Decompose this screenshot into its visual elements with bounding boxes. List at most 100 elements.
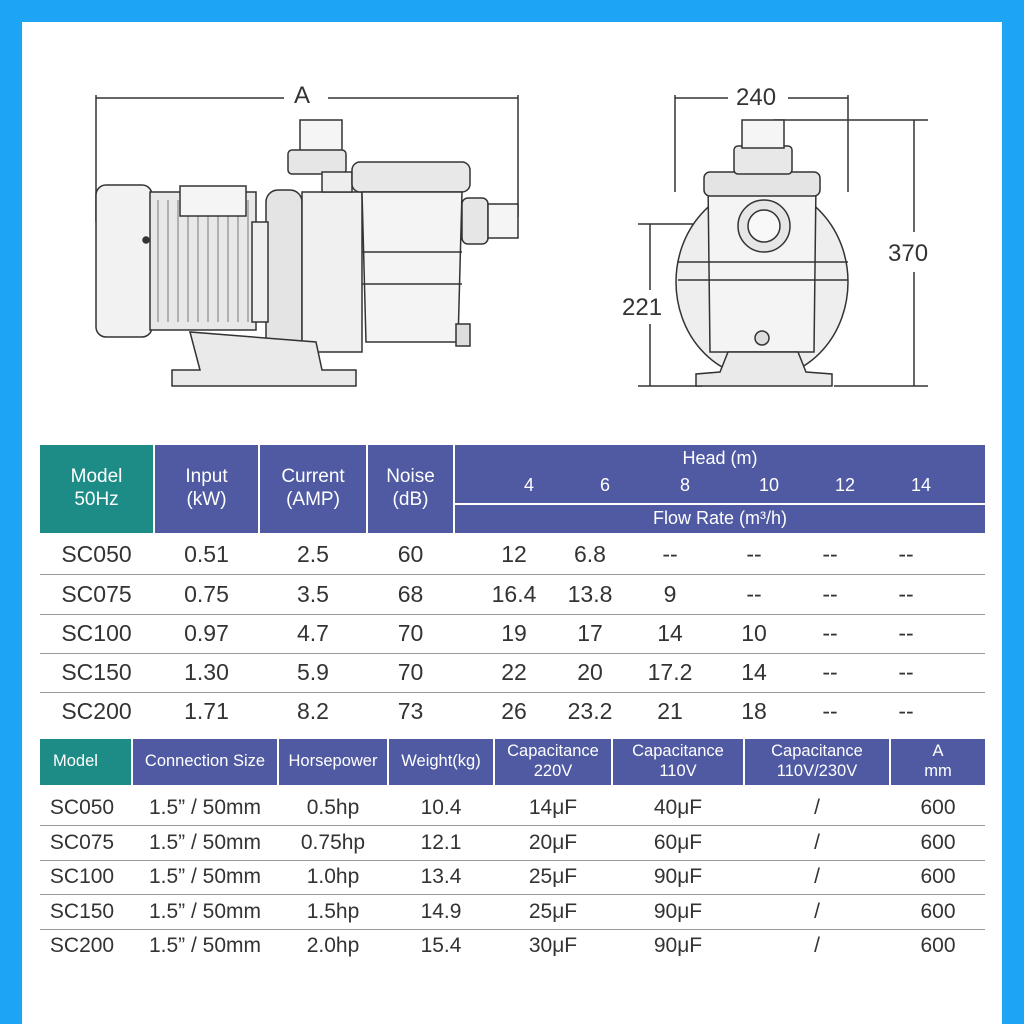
cell-capacitance-110v: 90μF xyxy=(653,865,703,888)
cell-input: 1.30 xyxy=(184,659,229,685)
header-horsepower: Horsepower xyxy=(279,739,387,785)
cell-weight: 14.9 xyxy=(420,900,462,923)
header-head-12: 12 xyxy=(834,475,856,495)
cell-flow: -- xyxy=(898,698,914,724)
cell-model: SC050 xyxy=(49,796,115,819)
header-model: Model xyxy=(40,739,131,785)
header-capacitance-220v: Capacitance 220V xyxy=(495,739,611,785)
header-capacitance-110v: Capacitance 110V xyxy=(613,739,743,785)
cell-a-mm: 600 xyxy=(920,865,956,888)
cell-capacitance-110v-230v: / xyxy=(814,934,820,957)
header-current: Current (AMP) xyxy=(260,445,366,533)
header-head-label: Head (m) xyxy=(682,448,758,468)
cell-flow: 23.2 xyxy=(567,698,613,724)
cell-flow: 20 xyxy=(577,659,603,685)
cell-flow: 18 xyxy=(741,698,767,724)
cell-flow: 21 xyxy=(657,698,683,724)
cell-a-mm: 600 xyxy=(920,934,956,957)
table-row: SC100 1.5” / 50mm 1.0hp 13.4 25μF 90μF /… xyxy=(40,860,985,895)
cell-flow: -- xyxy=(746,541,762,567)
cell-current: 4.7 xyxy=(297,620,329,646)
table-row: SC150 1.5” / 50mm 1.5hp 14.9 25μF 90μF /… xyxy=(40,895,985,930)
table-row: SC075 1.5” / 50mm 0.75hp 12.1 20μF 60μF … xyxy=(40,826,985,861)
table-row: SC075 0.75 3.5 68 16.4 13.8 9 -- -- -- xyxy=(40,575,985,615)
cell-flow: -- xyxy=(898,581,914,607)
cell-connection-size: 1.5” / 50mm xyxy=(148,934,262,957)
cell-flow: -- xyxy=(822,541,838,567)
pump-front-view xyxy=(638,95,928,387)
cell-connection-size: 1.5” / 50mm xyxy=(148,796,262,819)
cell-flow: -- xyxy=(898,541,914,567)
cell-model: SC100 xyxy=(49,865,115,888)
cell-flow: -- xyxy=(822,698,838,724)
header-head-10: 10 xyxy=(758,475,780,495)
cell-model: SC075 xyxy=(49,831,115,854)
dimension-inlet-label: 221 xyxy=(622,294,663,321)
cell-flow: -- xyxy=(898,659,914,685)
cell-a-mm: 600 xyxy=(920,831,956,854)
header-head-14: 14 xyxy=(910,475,932,495)
cell-flow: 16.4 xyxy=(491,581,537,607)
cell-current: 5.9 xyxy=(297,659,329,685)
cell-flow: 10 xyxy=(741,620,767,646)
table-row: SC200 1.5” / 50mm 2.0hp 15.4 30μF 90μF /… xyxy=(40,929,985,963)
cell-current: 8.2 xyxy=(297,698,329,724)
header-noise: Noise (dB) xyxy=(368,445,453,533)
cell-current: 2.5 xyxy=(297,541,329,567)
cell-flow: 17.2 xyxy=(647,659,693,685)
cell-weight: 10.4 xyxy=(420,796,462,819)
cell-flow: 9 xyxy=(663,581,677,607)
cell-flow: 14 xyxy=(741,659,767,685)
cell-connection-size: 1.5” / 50mm xyxy=(148,900,262,923)
cell-capacitance-220v: 25μF xyxy=(528,900,578,923)
cell-capacitance-110v: 40μF xyxy=(653,796,703,819)
table-row: SC150 1.30 5.9 70 22 20 17.2 14 -- -- xyxy=(40,653,985,693)
cell-flow: 6.8 xyxy=(574,541,606,567)
cell-flow: -- xyxy=(822,581,838,607)
cell-flow: -- xyxy=(822,620,838,646)
cell-noise: 60 xyxy=(397,541,424,567)
cell-input: 0.97 xyxy=(184,620,229,646)
header-a-mm: A mm xyxy=(891,739,985,785)
header-flow-rate: Flow Rate (m³/h) xyxy=(455,505,985,533)
cell-flow: 13.8 xyxy=(567,581,613,607)
header-head-6: 6 xyxy=(599,475,610,495)
cell-connection-size: 1.5” / 50mm xyxy=(148,831,262,854)
dimension-height-label: 370 xyxy=(888,240,929,267)
cell-weight: 15.4 xyxy=(420,934,462,957)
header-model-50hz: Model 50Hz xyxy=(40,445,153,533)
cell-model: SC050 xyxy=(61,541,132,567)
cell-capacitance-110v-230v: / xyxy=(814,865,820,888)
cell-a-mm: 600 xyxy=(920,900,956,923)
cell-flow: -- xyxy=(822,659,838,685)
cell-horsepower: 2.0hp xyxy=(306,934,360,957)
cell-capacitance-220v: 14μF xyxy=(528,796,578,819)
cell-noise: 73 xyxy=(397,698,424,724)
pump-drawings: A 240 370 221 xyxy=(22,22,1002,442)
cell-noise: 68 xyxy=(397,581,424,607)
cell-model: SC150 xyxy=(49,900,115,923)
cell-noise: 70 xyxy=(397,659,424,685)
cell-flow: 17 xyxy=(577,620,603,646)
dimension-a-label: A xyxy=(294,82,311,109)
cell-flow: 26 xyxy=(501,698,527,724)
header-head-group: Head (m) 4 6 8 10 12 14 xyxy=(455,445,985,503)
cell-model: SC100 xyxy=(61,620,132,646)
cell-flow: 12 xyxy=(501,541,527,567)
cell-flow: -- xyxy=(662,541,678,567)
table-row: SC100 0.97 4.7 70 19 17 14 10 -- -- xyxy=(40,614,985,654)
cell-input: 1.71 xyxy=(184,698,229,724)
spec-sheet: A 240 370 221 Model 50Hz Input (kW) Curr… xyxy=(22,22,1002,1024)
cell-flow: 19 xyxy=(501,620,527,646)
cell-input: 0.51 xyxy=(184,541,229,567)
header-input: Input (kW) xyxy=(155,445,258,533)
cell-capacitance-220v: 25μF xyxy=(528,865,578,888)
cell-flow: 22 xyxy=(501,659,527,685)
table-row: SC050 0.51 2.5 60 12 6.8 -- -- -- -- xyxy=(40,535,985,575)
header-capacitance-110v-230v: Capacitance 110V/230V xyxy=(745,739,889,785)
table-row: SC050 1.5” / 50mm 0.5hp 10.4 14μF 40μF /… xyxy=(40,791,985,826)
cell-input: 0.75 xyxy=(184,581,229,607)
cell-capacitance-220v: 30μF xyxy=(528,934,578,957)
cell-capacitance-110v-230v: / xyxy=(814,796,820,819)
cell-model: SC200 xyxy=(61,698,132,724)
